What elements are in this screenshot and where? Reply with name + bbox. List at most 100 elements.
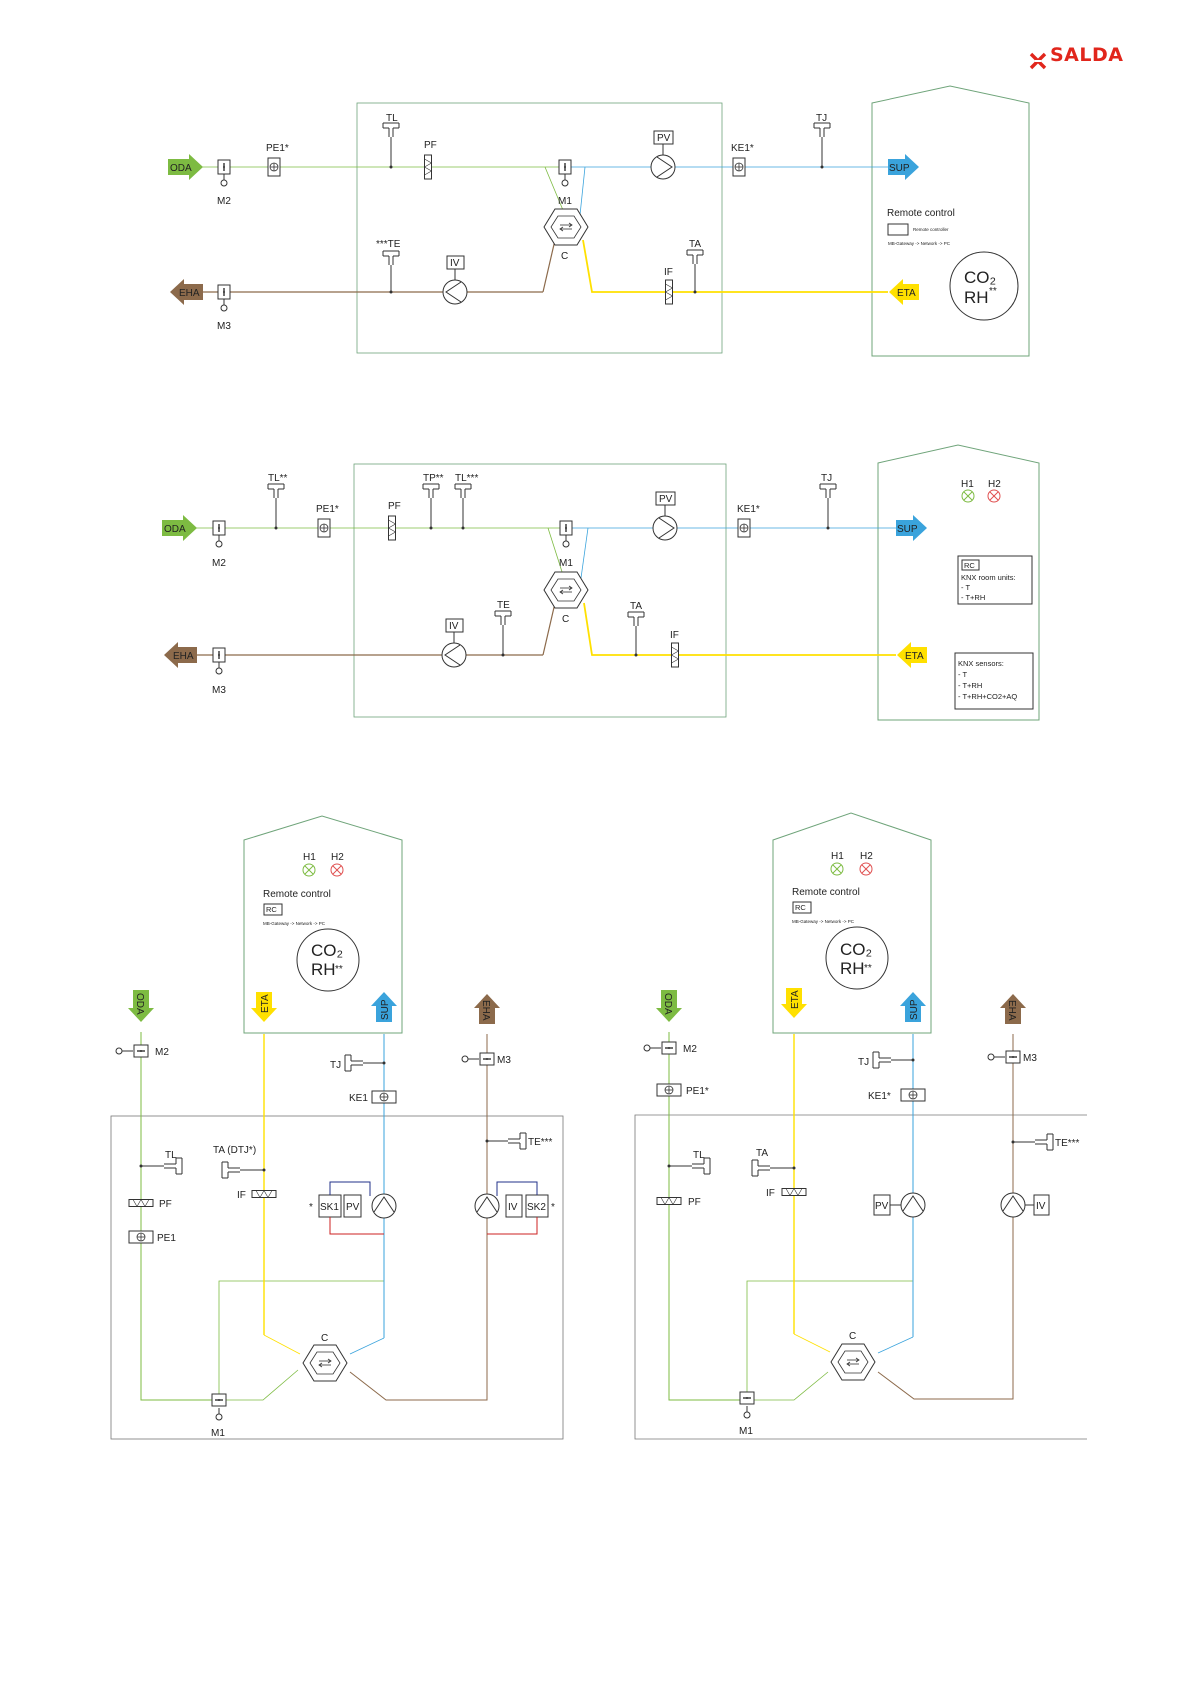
sensor-tl [667, 1157, 711, 1175]
supply-fan [652, 515, 678, 541]
oda-to-hex [218, 1369, 299, 1401]
knx-room-item: - T+RH [961, 593, 985, 602]
h1-label: H1 [831, 851, 844, 862]
eta-arrow: ETA [251, 992, 277, 1022]
h2-label: H2 [331, 852, 344, 863]
iv-label: IV [1036, 1201, 1046, 1212]
filter-pf [656, 1197, 682, 1205]
pf-label: PF [159, 1199, 172, 1210]
oda-to-hex [547, 527, 565, 579]
ke1-label: KE1* [737, 504, 760, 515]
rc-label: RC [266, 905, 277, 914]
eta-arrow: ETA [897, 642, 927, 668]
m3-label: M3 [497, 1055, 511, 1066]
pv-box [343, 1194, 362, 1218]
sensor-tj [819, 483, 837, 530]
tj-label: TJ [858, 1057, 869, 1068]
preheater-pe1 [128, 1230, 154, 1244]
preheater-pe1 [656, 1083, 682, 1097]
m2-label: M2 [217, 196, 231, 207]
knx-sensors-box [954, 652, 1034, 710]
ta-label: TA [630, 601, 642, 612]
h1-label: H1 [303, 852, 316, 863]
exhaust-fan [441, 642, 467, 668]
knx-sensor-item: - T+RH+CO2+AQ [958, 692, 1017, 701]
brand-name: SALDA [1050, 44, 1123, 66]
room-outline [877, 444, 1040, 721]
c-label: C [561, 251, 568, 262]
supply-fan [371, 1193, 397, 1219]
h1-label: H1 [961, 479, 974, 490]
filter-if [671, 642, 679, 668]
damper-m2 [133, 1044, 149, 1058]
iv-box [505, 1194, 523, 1218]
sensor-tl [139, 1157, 183, 1175]
m3-label: M3 [217, 321, 231, 332]
rh-note: ** [335, 964, 343, 975]
sk2-note: * [551, 1202, 555, 1213]
pf-label: PF [688, 1197, 701, 1208]
rh-label: RH [964, 288, 989, 307]
oda-to-hex [544, 166, 566, 216]
sensor-te [1011, 1133, 1054, 1151]
oda-duct [140, 1032, 218, 1401]
remote-network-label: MB-Gateway -> Network -> PC [263, 921, 326, 926]
knx-room-title: KNX room units: [961, 573, 1016, 582]
oda-to-hex [747, 1371, 829, 1401]
sensor-tl [267, 483, 285, 530]
pressure-wire [487, 1217, 538, 1235]
rh-note: ** [989, 286, 997, 297]
sk1-note: * [309, 1202, 313, 1213]
damper-m3 [1005, 1050, 1021, 1064]
pv-label: PV [657, 133, 671, 144]
oda-label: ODA [170, 163, 192, 174]
eta-arrow: ETA [781, 988, 807, 1018]
iv-box [1033, 1194, 1050, 1216]
bypass-duct [218, 1280, 384, 1400]
hex-to-eha [542, 239, 556, 293]
ta-label: TA [689, 239, 701, 250]
sensor-ta [627, 611, 645, 657]
hex-to-sup [580, 527, 589, 579]
room-sensor-circle [296, 928, 360, 992]
damper-m2 [217, 159, 231, 187]
sensor-tj [344, 1054, 386, 1072]
oda-arrow: ODA [128, 990, 154, 1022]
reheater-ke1 [371, 1090, 397, 1104]
rc-icon [792, 901, 812, 914]
unit-casing [634, 1114, 1087, 1440]
salda-logo: SALDA [1029, 44, 1123, 70]
c-label: C [849, 1331, 856, 1342]
tl-label: TL [693, 1150, 705, 1161]
rh-label: RH [311, 960, 336, 979]
sup-arrow: SUP [371, 992, 397, 1022]
diagram-2: ODA EHA SUP ETA M2 M3 TL** PE1* PF TP** … [162, 444, 1040, 721]
iv-label: IV [508, 1202, 518, 1213]
hex-to-eha [542, 602, 556, 656]
exhaust-fan [474, 1193, 500, 1219]
diagram-4: H1 H2 Remote control RC MB-Gateway -> Ne… [634, 812, 1087, 1440]
rc-label: RC [795, 903, 806, 912]
remote-controller-icon [887, 223, 909, 236]
m3-label: M3 [212, 685, 226, 696]
pv-label: PV [346, 1202, 360, 1213]
knx-sensor-item: - T [958, 670, 967, 679]
ke1-label: KE1* [868, 1091, 891, 1102]
h2-label: H2 [860, 851, 873, 862]
sensor-ta [686, 249, 704, 294]
unit-casing [356, 102, 723, 354]
bypass-duct [746, 1280, 913, 1400]
m1-label: M1 [559, 558, 573, 569]
knx-sensors-title: KNX sensors: [958, 659, 1004, 668]
room-sensor-circle [949, 251, 1019, 321]
sensor-tp [422, 483, 440, 530]
rc-label: RC [964, 561, 975, 570]
damper-m1 [211, 1393, 227, 1407]
filter-if [781, 1188, 807, 1196]
remote-controller-label: Remote controller [913, 227, 949, 232]
control-wire [329, 1181, 371, 1196]
tj-label: TJ [330, 1060, 341, 1071]
filter-if [251, 1190, 277, 1198]
pv-label: PV [659, 494, 673, 505]
damper-m1 [559, 520, 573, 548]
